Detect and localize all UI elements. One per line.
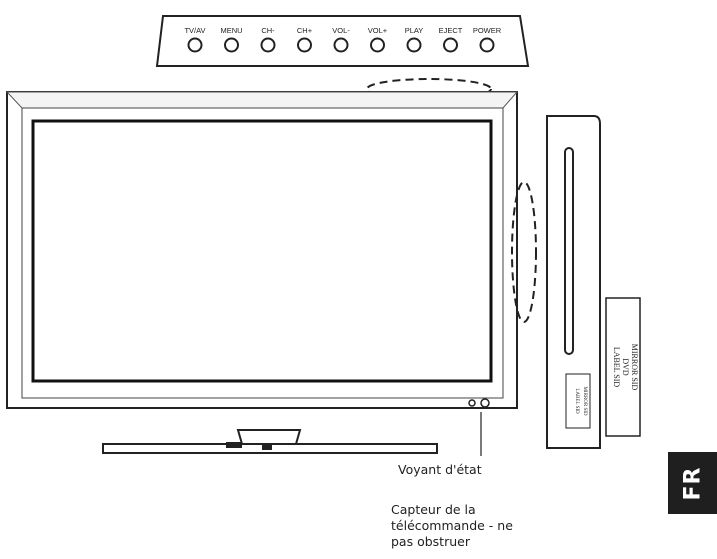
panel-button-label: PLAY bbox=[405, 26, 424, 35]
panel-button-label: VOL+ bbox=[368, 26, 388, 35]
panel-buttons: TV/AV MENU CH- CH+ VOL- VOL+ PLAY EJECT POWER bbox=[184, 26, 502, 53]
panel-button[interactable] bbox=[297, 37, 312, 53]
language-tab: FR bbox=[668, 452, 717, 514]
remote-sensor bbox=[480, 398, 490, 408]
panel-button[interactable] bbox=[479, 37, 495, 53]
status-light-caption: Voyant d'état bbox=[398, 462, 482, 477]
tv-side-view: LABEL SID MIRROR SID bbox=[546, 115, 601, 449]
panel-button-label: MENU bbox=[220, 26, 242, 35]
panel-button[interactable] bbox=[187, 37, 203, 53]
stand-foot-left bbox=[226, 442, 242, 448]
status-led bbox=[468, 399, 476, 407]
disc-label-card: LABEL SID DVD MIRROR SID bbox=[605, 297, 641, 437]
remote-sensor-caption-line: pas obstruer bbox=[391, 534, 470, 549]
panel-button[interactable] bbox=[260, 37, 276, 53]
panel-button-label: VOL- bbox=[332, 26, 350, 35]
side-disc-label bbox=[565, 373, 591, 429]
disc-label-line: LABEL SID bbox=[612, 347, 621, 388]
side-disc-label-line: LABEL SID bbox=[574, 388, 579, 414]
top-controls-highlight bbox=[366, 78, 492, 100]
panel-button-label: CH- bbox=[261, 26, 275, 35]
tv-bezel-inner bbox=[21, 107, 504, 399]
panel-button-label: TV/AV bbox=[184, 26, 205, 35]
panel-button-label: POWER bbox=[473, 26, 502, 35]
tv-screen bbox=[31, 119, 493, 383]
disc-label-line: MIRROR SID bbox=[630, 344, 639, 391]
dvd-slot bbox=[564, 147, 574, 355]
remote-sensor-caption: Capteur de la télécommande - ne pas obst… bbox=[391, 502, 513, 550]
panel-button[interactable] bbox=[333, 37, 349, 53]
panel-button[interactable] bbox=[224, 37, 239, 53]
panel-button-label: CH+ bbox=[297, 26, 313, 35]
remote-sensor-caption-line: Capteur de la bbox=[391, 502, 476, 517]
remote-sensor-caption-line: télécommande - ne bbox=[391, 518, 513, 533]
tv-bezel-bevel bbox=[5, 91, 519, 109]
side-disc-label-line: MIRROR SID bbox=[582, 386, 587, 415]
stand-neck bbox=[236, 429, 302, 445]
control-panel: TV/AV MENU CH- CH+ VOL- VOL+ PLAY EJECT POWER bbox=[155, 15, 530, 67]
tv-set bbox=[5, 91, 519, 409]
panel-button[interactable] bbox=[370, 37, 385, 53]
panel-button[interactable] bbox=[406, 37, 422, 53]
tv-stand bbox=[102, 429, 438, 454]
side-slot-highlight bbox=[511, 181, 537, 323]
language-tab-label: FR bbox=[680, 466, 706, 500]
stand-foot-right bbox=[262, 444, 272, 450]
disc-label-line: DVD bbox=[621, 358, 630, 376]
panel-button[interactable] bbox=[443, 37, 458, 53]
disc-label-frame bbox=[605, 297, 641, 437]
panel-button-label: EJECT bbox=[439, 26, 463, 35]
